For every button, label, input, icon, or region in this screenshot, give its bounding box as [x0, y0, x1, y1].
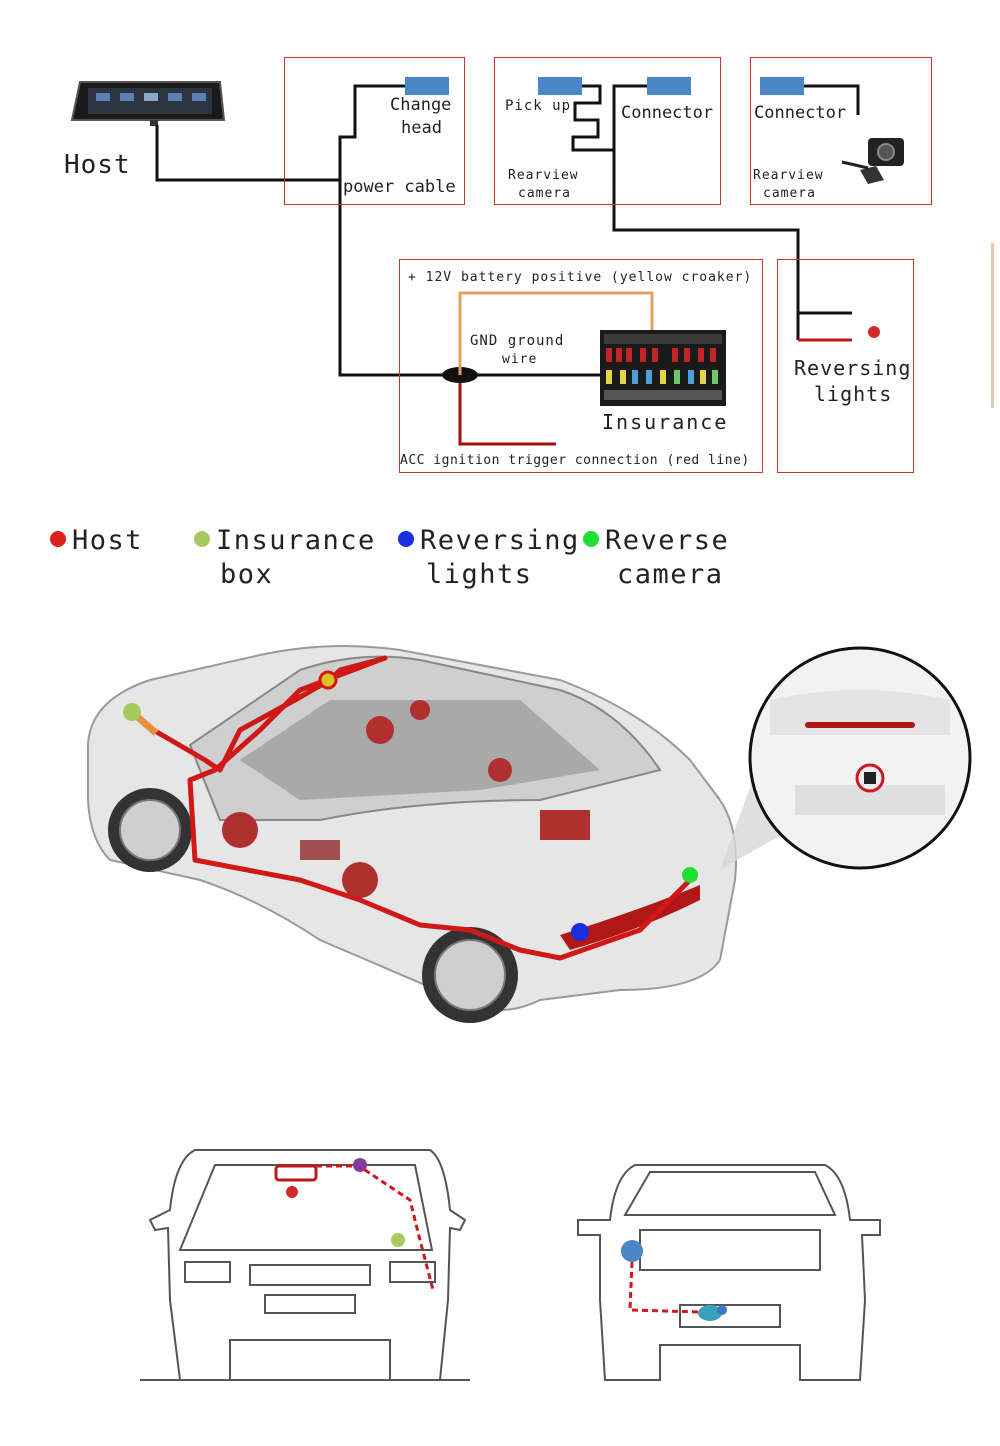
- host-label: Host: [64, 150, 131, 180]
- rearview-camera-label: Rearview: [508, 168, 579, 183]
- orange-wire: [458, 291, 654, 375]
- reversing-lights-label: lights: [814, 382, 893, 406]
- connector-icon: [538, 77, 582, 95]
- insurance-box-marker: [123, 703, 141, 721]
- rear-view-sketch: [577, 1164, 881, 1381]
- power-cable-label: power cable: [343, 177, 456, 197]
- battery-positive-label: + 12V battery positive (yellow croaker): [408, 270, 753, 285]
- power-cable-box: [284, 57, 465, 205]
- connector-icon: [760, 77, 804, 95]
- reversing-light-dot: [868, 326, 880, 338]
- acc-label: ACC ignition trigger connection (red lin…: [400, 453, 750, 468]
- zoom-callout: [748, 646, 972, 870]
- wiring-diagram: [70, 77, 904, 446]
- reversing-lights-box: [777, 259, 914, 473]
- blue-dot-icon: [398, 531, 414, 547]
- legend-item-reversing-lights: Reversing lights: [398, 524, 580, 592]
- rearview-camera-icon: [841, 138, 904, 184]
- camera-location-icon: [855, 763, 885, 793]
- connector-label: Connector: [621, 103, 714, 123]
- legend-item-insurance-box: Insurance box: [194, 524, 376, 592]
- rearview-camera-box: [750, 57, 932, 205]
- bright-green-dot-icon: [583, 531, 599, 547]
- legend-item-host: Host: [50, 524, 143, 558]
- fuse-box-icon: [600, 330, 726, 406]
- edge-mark: [991, 243, 994, 408]
- connector-icon: [405, 77, 449, 95]
- connector-icon: [647, 77, 691, 95]
- host-marker: [318, 670, 338, 690]
- gnd-label: GND ground: [470, 333, 565, 349]
- insurance-label: Insurance: [602, 410, 729, 434]
- car-wiring-route: [130, 655, 692, 961]
- pick-up-label: Pick up: [505, 98, 572, 114]
- green-dot-icon: [194, 531, 210, 547]
- reversing-lights-marker: [571, 923, 589, 941]
- black-wires: [155, 84, 860, 377]
- rearview-camera-label: Rearview: [753, 168, 824, 183]
- connector-label: Connector: [754, 103, 847, 123]
- reversing-lights-label: Reversing: [794, 356, 912, 380]
- change-head-label: Change: [390, 95, 452, 115]
- car-body: [87, 645, 737, 1023]
- reverse-camera-marker: [682, 867, 698, 883]
- gnd-label: wire: [502, 352, 538, 367]
- host-mirror-device: [70, 81, 226, 126]
- insurance-box-panel: [399, 259, 763, 473]
- rearview-camera-label: camera: [763, 186, 816, 201]
- pickup-connector-box: [494, 57, 721, 205]
- rearview-camera-label: camera: [518, 186, 571, 201]
- front-view-sketch: [140, 1149, 470, 1381]
- red-wire: [458, 383, 556, 446]
- legend-item-reverse-camera: Reverse camera: [583, 524, 729, 592]
- change-head-label: head: [401, 118, 442, 138]
- red-dot-icon: [50, 531, 66, 547]
